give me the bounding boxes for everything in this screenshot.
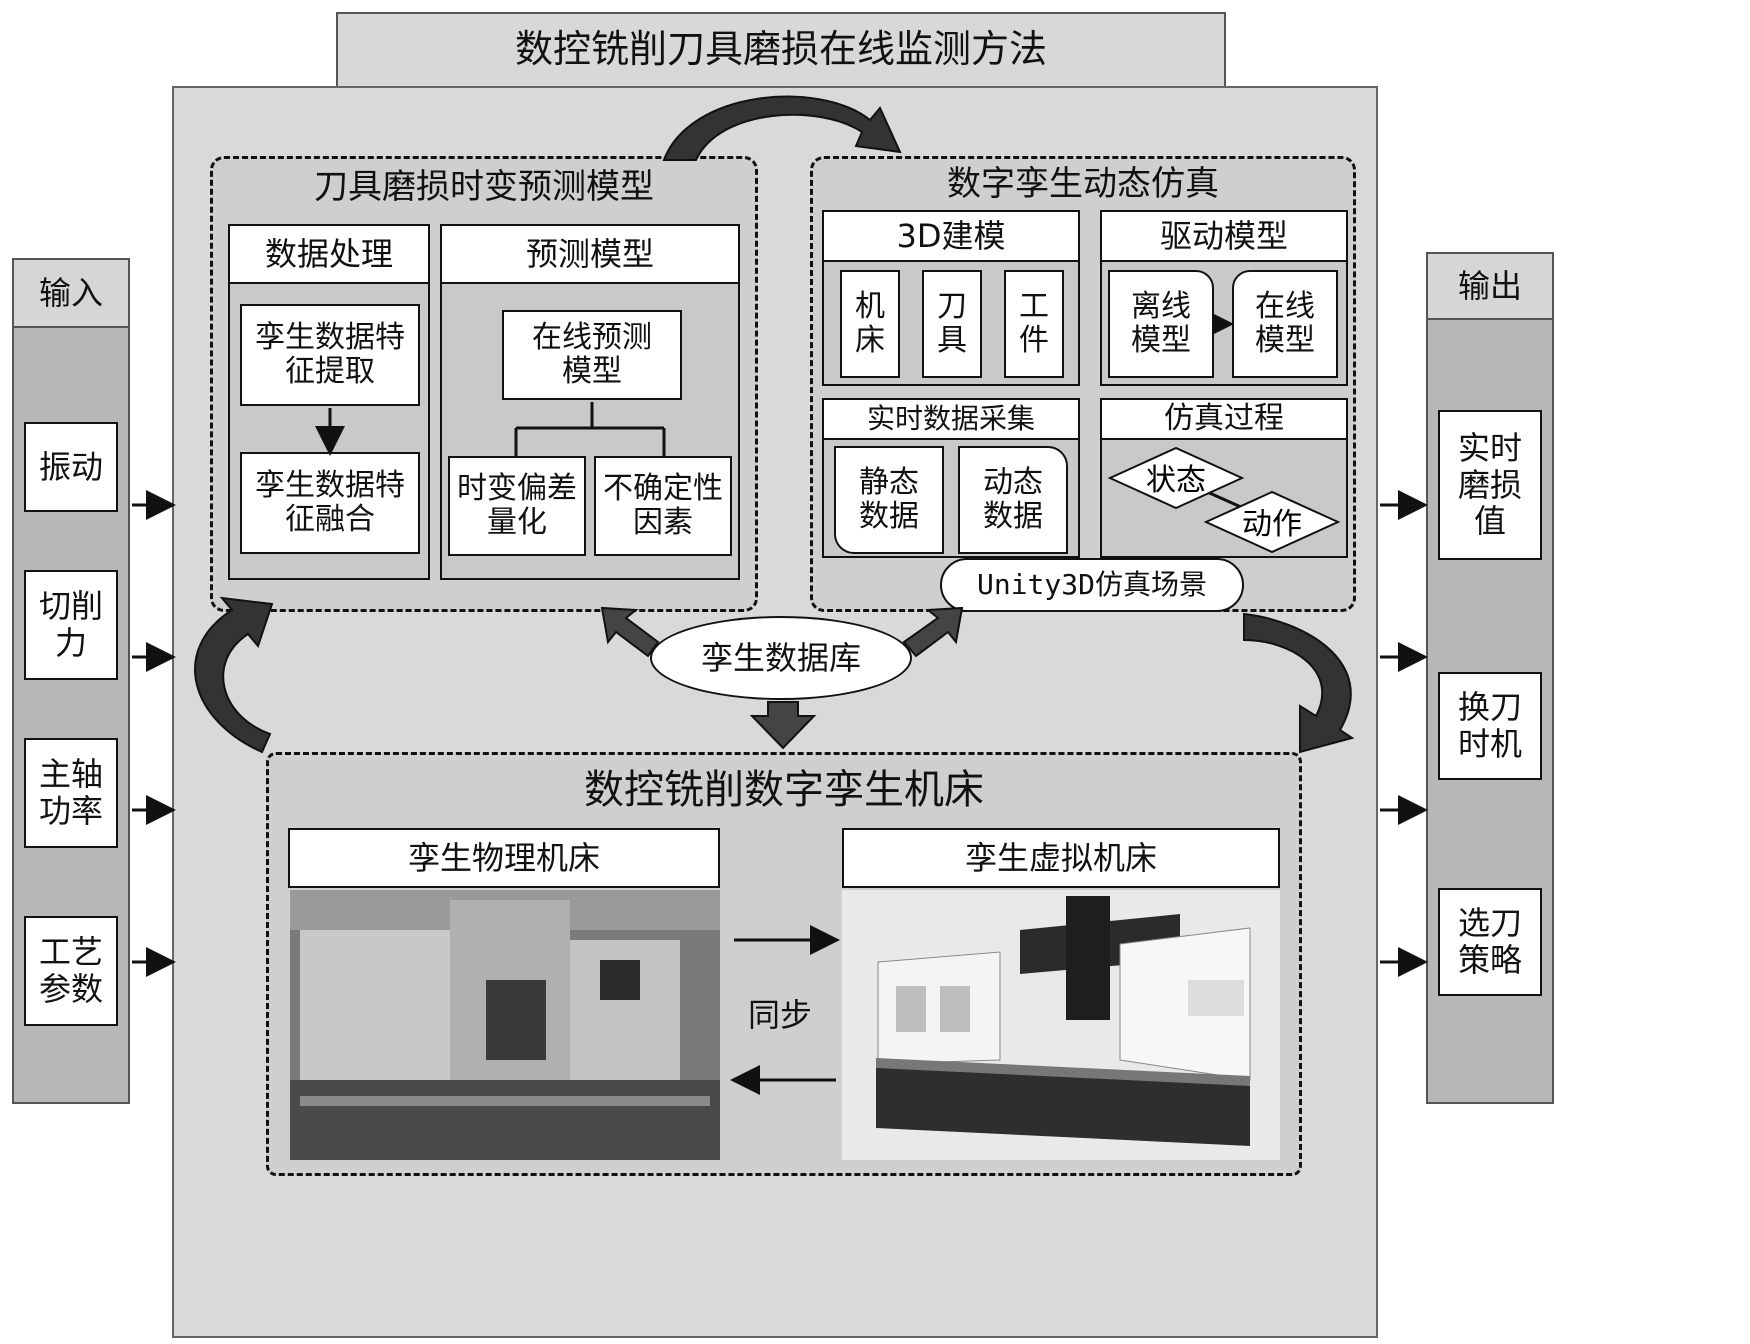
static-data-box: 静态数据 <box>834 446 944 554</box>
dynamic-data-box: 动态数据 <box>958 446 1068 554</box>
database-arrows <box>600 606 964 750</box>
action-label: 动作 <box>1242 507 1302 542</box>
physical-machine-header: 孪生物理机床 <box>288 828 720 888</box>
simulation-title: 数字孪生动态仿真 <box>947 164 1219 205</box>
model-item-tool: 刀具 <box>922 270 982 378</box>
model-item-machine: 机床 <box>840 270 900 378</box>
feature-extraction-box: 孪生数据特征提取 <box>240 304 420 406</box>
input-item-process-params: 工艺参数 <box>24 916 118 1026</box>
predict-model-header: 预测模型 <box>440 224 740 284</box>
input-item-vibration: 振动 <box>24 422 118 512</box>
input-arrows <box>132 490 176 977</box>
time-varying-bias-box: 时变偏差量化 <box>448 456 586 556</box>
input-item-spindle-power: 主轴功率 <box>24 738 118 848</box>
twin-database: 孪生数据库 <box>650 616 912 700</box>
right-curved-arrow <box>1243 612 1355 754</box>
model-item-workpiece: 工件 <box>1004 270 1064 378</box>
cycle-arrows <box>194 95 1355 754</box>
output-item-realtime-wear: 实时磨损值 <box>1438 410 1542 560</box>
action-diamond <box>1203 490 1341 554</box>
driver-header: 驱动模型 <box>1100 210 1348 262</box>
db-to-machine-arrow <box>749 701 817 750</box>
input-item-cutting-force: 切削力 <box>24 570 118 680</box>
state-diamond <box>1107 446 1245 510</box>
state-action-diagram: 状态 动作 <box>1107 446 1341 554</box>
sync-arrows <box>730 925 840 1095</box>
input-header: 输入 <box>14 260 128 328</box>
page-title: 数控铣削刀具磨损在线监测方法 <box>514 27 1047 72</box>
physical-machine-image <box>290 890 720 1160</box>
offline-model-box: 离线模型 <box>1108 270 1214 378</box>
process-header: 仿真过程 <box>1100 398 1348 440</box>
output-item-tool-change-timing: 换刀时机 <box>1438 672 1542 780</box>
virtual-machine-image <box>842 890 1280 1160</box>
title-box: 数控铣削刀具磨损在线监测方法 <box>336 12 1226 88</box>
state-label: 状态 <box>1146 463 1206 498</box>
db-to-right-arrow <box>902 606 964 658</box>
output-item-tool-selection: 选刀策略 <box>1438 888 1542 996</box>
predict-tree-lines <box>514 402 666 456</box>
output-header: 输出 <box>1428 254 1552 320</box>
sync-label: 同步 <box>747 995 812 1034</box>
twin-machine-title: 数控铣削数字孪生机床 <box>584 767 984 813</box>
virtual-machine-header: 孪生虚拟机床 <box>842 828 1280 888</box>
prediction-model-title: 刀具磨损时变预测模型 <box>314 167 654 208</box>
modeling-header: 3D建模 <box>822 210 1080 262</box>
data-processing-header: 数据处理 <box>228 224 430 284</box>
online-model-box: 在线模型 <box>1232 270 1338 378</box>
left-curved-arrow <box>194 596 274 754</box>
db-to-left-arrow <box>600 606 660 658</box>
unity-scene-pill: Unity3D仿真场景 <box>940 558 1244 612</box>
online-predict-model-box: 在线预测模型 <box>502 310 682 400</box>
uncertainty-factor-box: 不确定性因素 <box>594 456 732 556</box>
output-arrows <box>1380 490 1428 977</box>
top-curved-arrow <box>662 95 902 161</box>
realtime-header: 实时数据采集 <box>822 398 1080 440</box>
